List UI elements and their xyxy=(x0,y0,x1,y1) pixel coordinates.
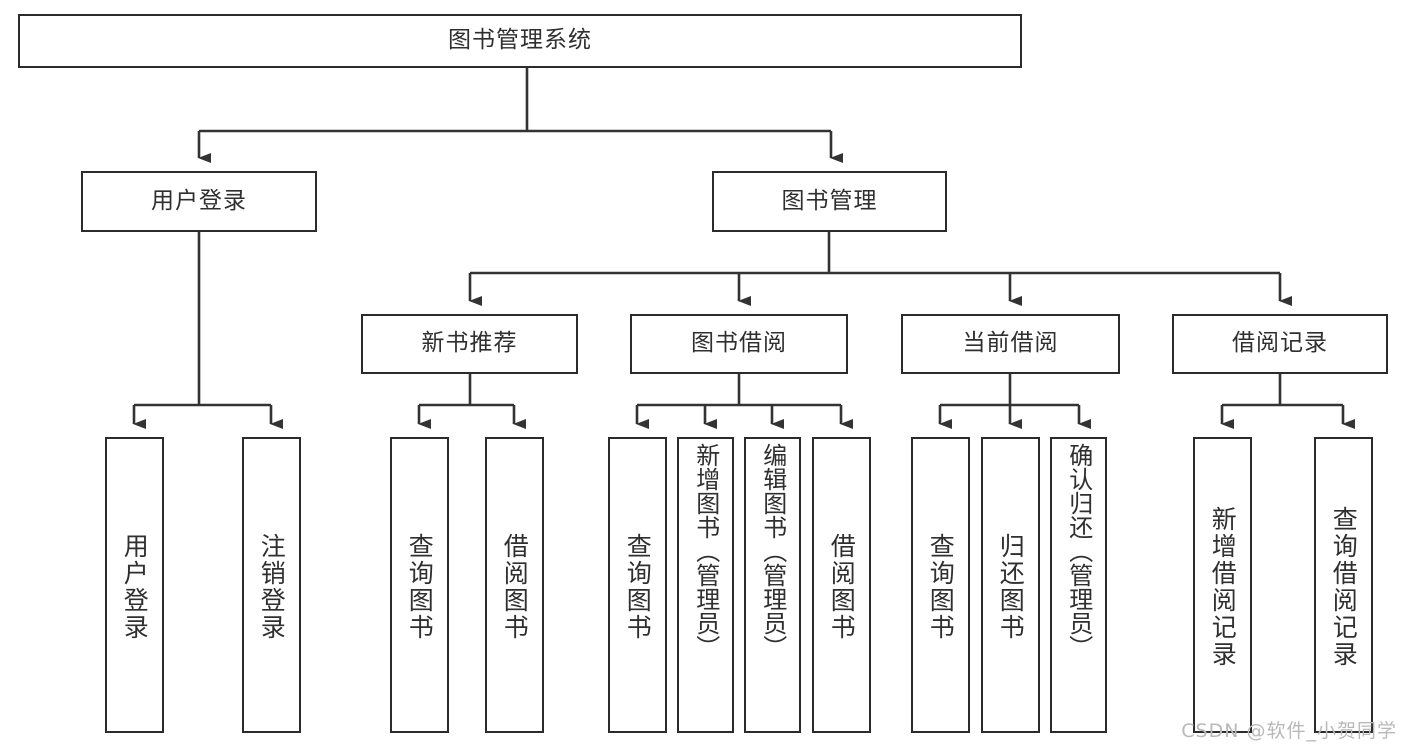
node-label: 查询图书 xyxy=(405,533,435,641)
node-label: 新书推荐 xyxy=(421,330,518,357)
node-new-book-recommend[interactable]: 新书推荐 xyxy=(361,314,578,374)
node-label: 借阅图书 xyxy=(827,533,857,641)
node-label: 编辑图书（管理员） xyxy=(758,443,787,659)
leaf-borrow-book-2[interactable]: 借阅图书 xyxy=(812,437,871,733)
node-user-login[interactable]: 用户登录 xyxy=(81,171,317,232)
node-book-management[interactable]: 图书管理 xyxy=(712,171,947,232)
node-label: 用户登录 xyxy=(151,187,247,214)
node-current-borrow[interactable]: 当前借阅 xyxy=(901,314,1120,374)
watermark: CSDN @软件_小贺同学 xyxy=(1181,720,1397,742)
node-label: 归还图书 xyxy=(996,533,1026,641)
node-label: 新增图书（管理员） xyxy=(691,443,720,659)
node-label: 用户登录 xyxy=(120,533,150,641)
node-label: 新增借阅记录 xyxy=(1208,506,1238,668)
leaf-add-borrow-record[interactable]: 新增借阅记录 xyxy=(1193,437,1252,733)
leaf-borrow-book-1[interactable]: 借阅图书 xyxy=(485,437,544,733)
leaf-return-book[interactable]: 归还图书 xyxy=(981,437,1040,733)
node-label: 图书借阅 xyxy=(691,330,787,357)
leaf-user-login[interactable]: 用户登录 xyxy=(105,437,164,733)
node-root-system[interactable]: 图书管理系统 xyxy=(18,14,1022,68)
node-label: 图书管理 xyxy=(781,187,878,214)
node-label: 查询借阅记录 xyxy=(1329,506,1359,668)
leaf-edit-book[interactable]: 编辑图书（管理员） xyxy=(744,437,801,733)
leaf-logout[interactable]: 注销登录 xyxy=(242,437,301,733)
node-label: 图书管理系统 xyxy=(448,27,592,54)
leaf-confirm-return[interactable]: 确认归还（管理员） xyxy=(1050,437,1107,733)
leaf-query-book-1[interactable]: 查询图书 xyxy=(390,437,449,733)
node-label: 借阅图书 xyxy=(500,533,530,641)
leaf-query-book-3[interactable]: 查询图书 xyxy=(911,437,970,733)
leaf-query-borrow-record[interactable]: 查询借阅记录 xyxy=(1314,437,1373,733)
node-borrow-record[interactable]: 借阅记录 xyxy=(1172,314,1388,374)
node-label: 查询图书 xyxy=(926,533,956,641)
node-label: 借阅记录 xyxy=(1232,330,1328,357)
node-label: 当前借阅 xyxy=(962,330,1059,357)
node-label: 确认归还（管理员） xyxy=(1064,443,1093,659)
leaf-query-book-2[interactable]: 查询图书 xyxy=(608,437,667,733)
leaf-add-book[interactable]: 新增图书（管理员） xyxy=(677,437,734,733)
node-label: 查询图书 xyxy=(623,533,653,641)
node-book-borrow[interactable]: 图书借阅 xyxy=(630,314,848,374)
node-label: 注销登录 xyxy=(257,533,287,641)
